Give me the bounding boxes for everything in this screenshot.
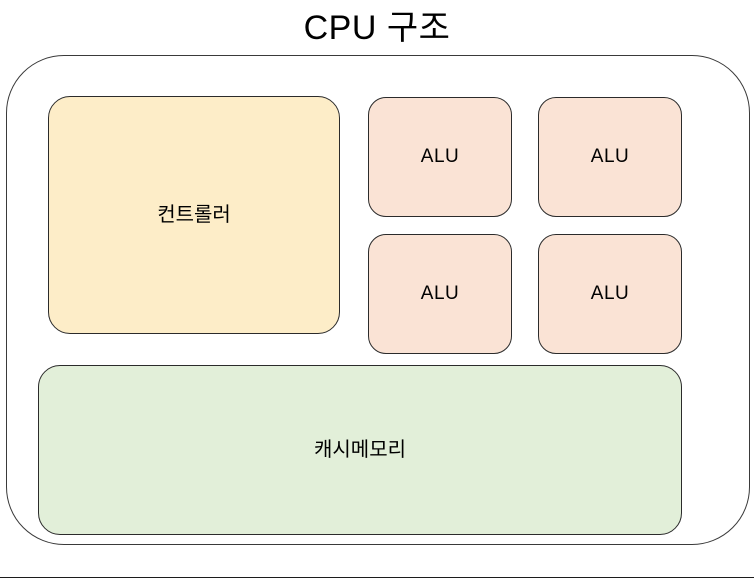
cache-memory-block-label: 캐시메모리: [314, 439, 406, 461]
alu-block-3-label: ALU: [420, 283, 460, 304]
page-title: CPU 구조: [303, 9, 451, 47]
controller-block: 컨트롤러: [48, 96, 340, 334]
alu-block-1-label: ALU: [420, 146, 460, 167]
alu-block-2-label: ALU: [590, 146, 630, 167]
alu-block-4: ALU: [538, 234, 682, 354]
alu-block-4-label: ALU: [590, 283, 630, 304]
page-frame-bottom-rule: [0, 577, 754, 578]
cpu-package-outline: [6, 55, 750, 545]
controller-block-label: 컨트롤러: [157, 204, 231, 226]
alu-block-2: ALU: [538, 97, 682, 217]
alu-block-1: ALU: [368, 97, 512, 217]
alu-block-3: ALU: [368, 234, 512, 354]
cache-memory-block: 캐시메모리: [38, 365, 682, 535]
